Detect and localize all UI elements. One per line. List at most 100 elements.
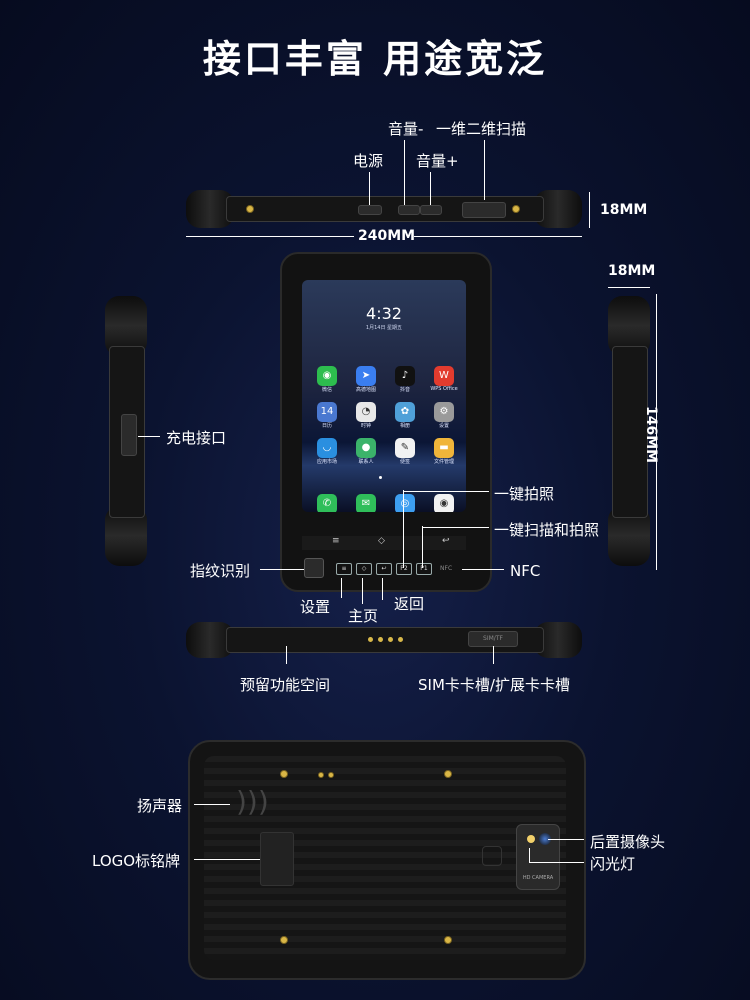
p1-key[interactable]: P1 [416,563,432,575]
app-glyph-icon: ✉ [356,494,376,512]
dimension-line [589,192,590,228]
leader-line [430,172,431,205]
camera-lens-icon [539,833,551,845]
pogo-pin [388,637,393,642]
sim-slot-cover[interactable]: SIM/TF [468,631,518,647]
leader-line [260,569,304,570]
app-glyph-icon: W [434,366,454,386]
screw [280,936,288,944]
dimension-line [656,294,657,570]
home-icon[interactable]: ◇ [378,536,385,546]
lockscreen-clock: 4:32 [366,304,402,323]
home-label: 主页 [348,607,379,625]
leader-line [484,140,485,200]
screw [444,936,452,944]
width-dimension: 240MM [358,228,416,244]
app-icon[interactable]: ⚙设置 [429,402,459,429]
speaker-grille: ))) [236,785,269,818]
page-indicator [379,476,382,479]
screw [280,770,288,778]
volume-plus-button[interactable] [420,205,442,215]
back-key[interactable]: ↩ [376,563,392,575]
leader-line [404,140,405,205]
leader-line [194,804,230,805]
app-label: 设置 [438,423,449,429]
photo-key-label: 一键拍照 [494,485,555,503]
app-glyph-icon: ◉ [434,494,454,512]
volume-minus-button[interactable] [398,205,420,215]
app-glyph-icon: ➤ [356,366,376,386]
back-button [482,846,502,866]
app-icon[interactable]: ✆电话 [312,494,342,512]
app-label: 文件管理 [433,459,454,465]
charge-port-cover[interactable] [121,414,137,456]
app-icon[interactable]: ◉相机 [429,494,459,512]
nfc-print: NFC [440,565,453,572]
app-icon[interactable]: ➤高德地图 [351,366,381,393]
side-body [612,346,648,518]
screw [512,205,520,213]
flash-icon [527,835,535,843]
p2-key[interactable]: P2 [396,563,412,575]
menu-icon[interactable]: ≡ [332,536,340,546]
page-title: 接口丰富 用途宽泛 [202,37,548,81]
settings-key[interactable]: ≡ [336,563,352,575]
nav-bar: ≡ ◇ ↩ [302,536,466,550]
pogo-pin [378,637,383,642]
reserved-space-label: 预留功能空间 [240,676,331,694]
camera-print: HD CAMERA [522,875,554,881]
camera-module: HD CAMERA [516,824,560,890]
settings-label: 设置 [300,598,331,616]
leader-line [369,172,370,205]
speaker-label: 扬声器 [137,797,183,815]
contact-pin [318,772,324,778]
home-key[interactable]: ◇ [356,563,372,575]
app-glyph-icon: ◉ [317,366,337,386]
app-icon[interactable]: ▬文件管理 [429,438,459,465]
leader-line [341,578,342,598]
app-glyph-icon: ✎ [395,438,415,458]
app-icon[interactable]: ✿相册 [390,402,420,429]
logo-plate-label: LOGO标铭牌 [92,852,181,870]
back-label: 返回 [394,595,425,613]
app-icon[interactable]: ●联系人 [351,438,381,465]
leader-line [286,646,287,664]
scan-window [462,202,506,218]
leader-line [529,862,584,863]
thickness-dimension: 18MM [600,202,648,218]
app-icon[interactable]: ◔时钟 [351,402,381,429]
app-icon[interactable]: ◎浏览器 [390,494,420,512]
leader-line [382,578,383,600]
leader-line [422,526,423,568]
app-icon[interactable]: ✎便签 [390,438,420,465]
app-icon[interactable]: ✉信息 [351,494,381,512]
fingerprint-sensor[interactable] [304,558,324,578]
app-icon[interactable]: ◡应用市场 [312,438,342,465]
app-label: 时钟 [360,423,371,429]
app-glyph-icon: ♪ [395,366,415,386]
app-icon[interactable]: ◉微信 [312,366,342,393]
flash-label: 闪光灯 [590,855,636,873]
app-icon[interactable]: ♪抖音 [390,366,420,393]
scan-photo-key-label: 一键扫描和拍照 [494,521,600,539]
pogo-pin [368,637,373,642]
dimension-line [608,287,650,288]
app-label: 日历 [321,423,332,429]
screw [444,770,452,778]
volume-plus-label: 音量+ [416,152,459,170]
leader-line [548,839,584,840]
app-label: WPS Office [430,386,458,392]
power-button[interactable] [358,205,382,215]
app-glyph-icon: ◡ [317,438,337,458]
screw [246,205,254,213]
pogo-pin [398,637,403,642]
leader-line [362,578,363,604]
app-glyph-icon: ◎ [395,494,415,512]
charge-port-label: 充电接口 [166,429,227,447]
leader-line [422,527,489,528]
app-glyph-icon: ✆ [317,494,337,512]
back-icon[interactable]: ↩ [442,536,450,546]
